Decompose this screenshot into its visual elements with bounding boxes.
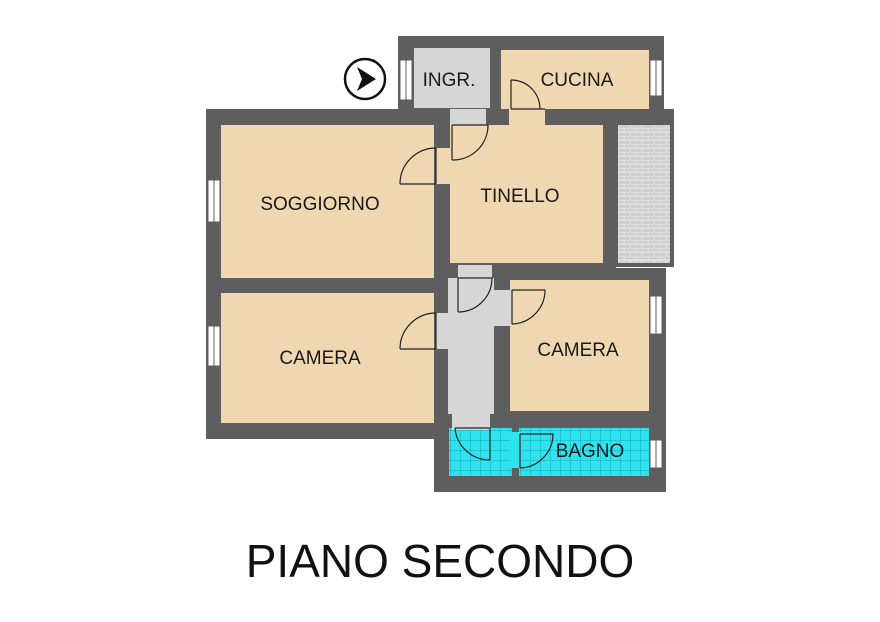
room-label-tinello: TINELLO bbox=[480, 186, 559, 207]
corridor-floor bbox=[448, 278, 494, 414]
soggiorno-floor bbox=[221, 125, 434, 278]
arrow-right-circle-icon bbox=[343, 57, 387, 101]
room-floors bbox=[221, 48, 670, 476]
door-openings bbox=[436, 107, 545, 468]
door-camera-2 bbox=[511, 289, 546, 325]
door-corridor bbox=[457, 277, 493, 313]
camera-2-floor bbox=[510, 280, 649, 411]
bagno-small-floor bbox=[449, 428, 512, 476]
cucina-floor bbox=[501, 50, 649, 109]
room-label-ingresso: INGR. bbox=[423, 70, 476, 91]
bagno-floor bbox=[519, 428, 649, 476]
balcony-floor bbox=[618, 125, 670, 263]
door-swings bbox=[399, 79, 554, 469]
room-label-bagno: BAGNO bbox=[556, 441, 625, 462]
door-bagno-small bbox=[454, 427, 491, 461]
door-ingresso bbox=[451, 124, 489, 161]
room-label-cucina: CUCINA bbox=[541, 70, 614, 91]
door-camera-1 bbox=[399, 312, 437, 350]
tinello-floor bbox=[450, 125, 603, 263]
door-bagno bbox=[519, 433, 554, 469]
room-label-camera-2: CAMERA bbox=[537, 340, 619, 361]
room-label-camera-1: CAMERA bbox=[279, 348, 361, 369]
windows bbox=[207, 59, 663, 469]
ingresso-floor bbox=[414, 48, 490, 108]
room-label-soggiorno: SOGGIORNO bbox=[260, 194, 379, 215]
door-soggiorno bbox=[399, 147, 437, 185]
camera-1-floor bbox=[221, 293, 434, 423]
floor-title: PIANO SECONDO bbox=[246, 535, 635, 587]
door-cucina bbox=[510, 79, 545, 110]
